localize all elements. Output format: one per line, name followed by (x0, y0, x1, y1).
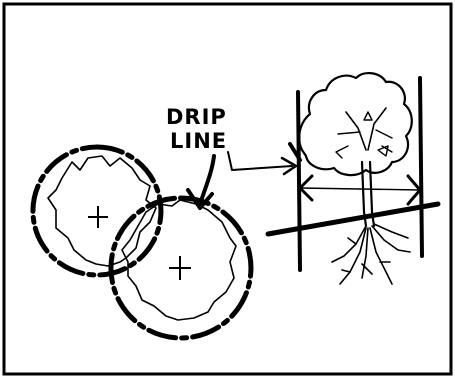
drip-line-circle-left (30, 144, 164, 278)
drip-line-marker-left (296, 90, 302, 272)
drip-line-circle-right (108, 195, 254, 341)
tree-canopy (298, 72, 413, 177)
arrow-icon (186, 154, 216, 210)
canopy-width-dimension (298, 174, 422, 206)
tree-icon (298, 72, 413, 285)
drip-line-label-line1: DRIP (166, 105, 227, 129)
crosshair-icon (88, 206, 108, 228)
arrow-icon (227, 142, 302, 176)
tree-trunk (360, 160, 368, 228)
crosshair-icon (169, 256, 191, 280)
tree-roots (331, 223, 411, 285)
canopy-plan-view (30, 144, 254, 341)
drip-line-label-line2: LINE (170, 129, 227, 153)
ground-line (265, 201, 441, 237)
drip-line-markers (296, 76, 424, 272)
canopy-outline-left (47, 155, 157, 267)
drip-line-marker-right (418, 76, 424, 258)
drip-line-label: DRIP LINE (166, 105, 227, 153)
canopy-outline-right (121, 199, 237, 321)
